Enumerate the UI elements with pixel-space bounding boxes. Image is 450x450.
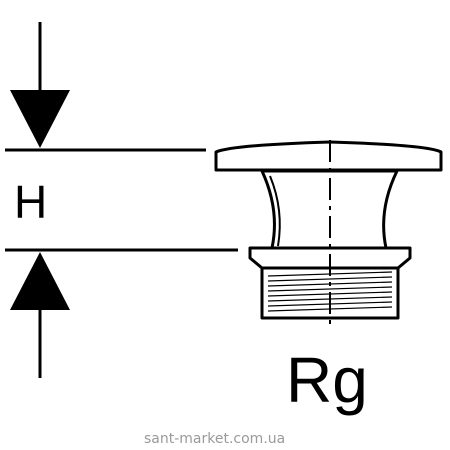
thread-label: Rg: [286, 344, 368, 416]
dimension-top-arrow: [10, 22, 70, 148]
arrow-down-icon: [10, 90, 70, 148]
valve-part: [214, 140, 443, 320]
height-label: H: [14, 176, 47, 228]
arrow-up-icon: [10, 252, 70, 310]
dimension-bottom-arrow: [10, 252, 70, 378]
watermark: sant-market.com.ua: [144, 431, 285, 447]
part-cap: [214, 140, 443, 172]
part-neck-shade: [269, 175, 281, 247]
